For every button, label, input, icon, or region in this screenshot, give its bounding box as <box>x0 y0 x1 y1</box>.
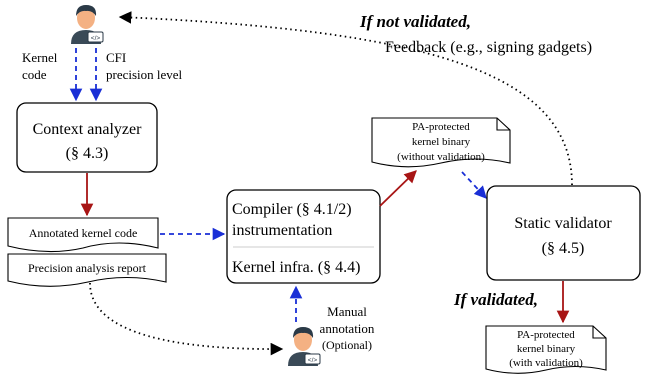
compiler-to-binary-arrow <box>379 170 417 207</box>
static-validator-title: Static validator <box>514 215 612 232</box>
binary-to-validator-arrow <box>461 171 487 199</box>
binary-validated-document: PA-protected kernel binary (with validat… <box>485 325 607 374</box>
compiler-subtitle: instrumentation <box>232 222 332 239</box>
binary-unvalidated-document: PA-protected kernel binary (without vali… <box>371 117 511 168</box>
binary-validated-line2: kernel binary <box>517 343 576 355</box>
cfi-label-1: CFI <box>106 50 126 65</box>
cfi-label-2: precision level <box>106 67 183 82</box>
binary-unvalidated-line1: PA-protected <box>412 121 470 133</box>
binary-validated-line1: PA-protected <box>517 329 575 341</box>
code-badge-label-bottom: </> <box>308 357 318 364</box>
developer-icon: </> <box>71 5 104 44</box>
manual-label-3: (Optional) <box>322 338 372 352</box>
manual-label-2: annotation <box>320 321 375 336</box>
validated-condition: If validated, <box>453 290 538 309</box>
feedback-text: Feedback (e.g., signing gadgets) <box>385 39 592 56</box>
annotated-code-document: Annotated kernel code <box>7 217 159 253</box>
kernel-code-label-1: Kernel <box>22 50 58 65</box>
annotated-code-label: Annotated kernel code <box>29 226 138 240</box>
precision-report-label: Precision analysis report <box>28 261 147 275</box>
context-analyzer-box: Context analyzer (§ 4.3) <box>16 102 158 173</box>
static-validator-box: Static validator (§ 4.5) <box>486 185 641 281</box>
code-badge-label: </> <box>91 35 101 42</box>
manual-label-1: Manual <box>327 304 367 319</box>
kernel-infra-label: Kernel infra. (§ 4.4) <box>232 259 360 276</box>
context-analyzer-title: Context analyzer <box>33 121 143 138</box>
precision-report-document: Precision analysis report <box>7 253 167 287</box>
feedback-condition: If not validated, <box>359 12 471 31</box>
binary-validated-line3: (with validation) <box>509 357 583 369</box>
context-analyzer-section: (§ 4.3) <box>66 145 109 162</box>
compiler-title: Compiler (§ 4.1/2) <box>232 201 352 218</box>
static-validator-section: (§ 4.5) <box>542 240 585 257</box>
compiler-instrumentation-box: Compiler (§ 4.1/2) instrumentation Kerne… <box>226 189 381 284</box>
feedback-arrow <box>118 11 573 186</box>
developer-icon-bottom: </> <box>288 327 321 366</box>
report-to-developer-arrow <box>89 282 284 356</box>
binary-unvalidated-line2: kernel binary <box>412 136 471 148</box>
kernel-code-label-2: code <box>22 67 47 82</box>
binary-unvalidated-line3: (without validation) <box>397 151 485 163</box>
